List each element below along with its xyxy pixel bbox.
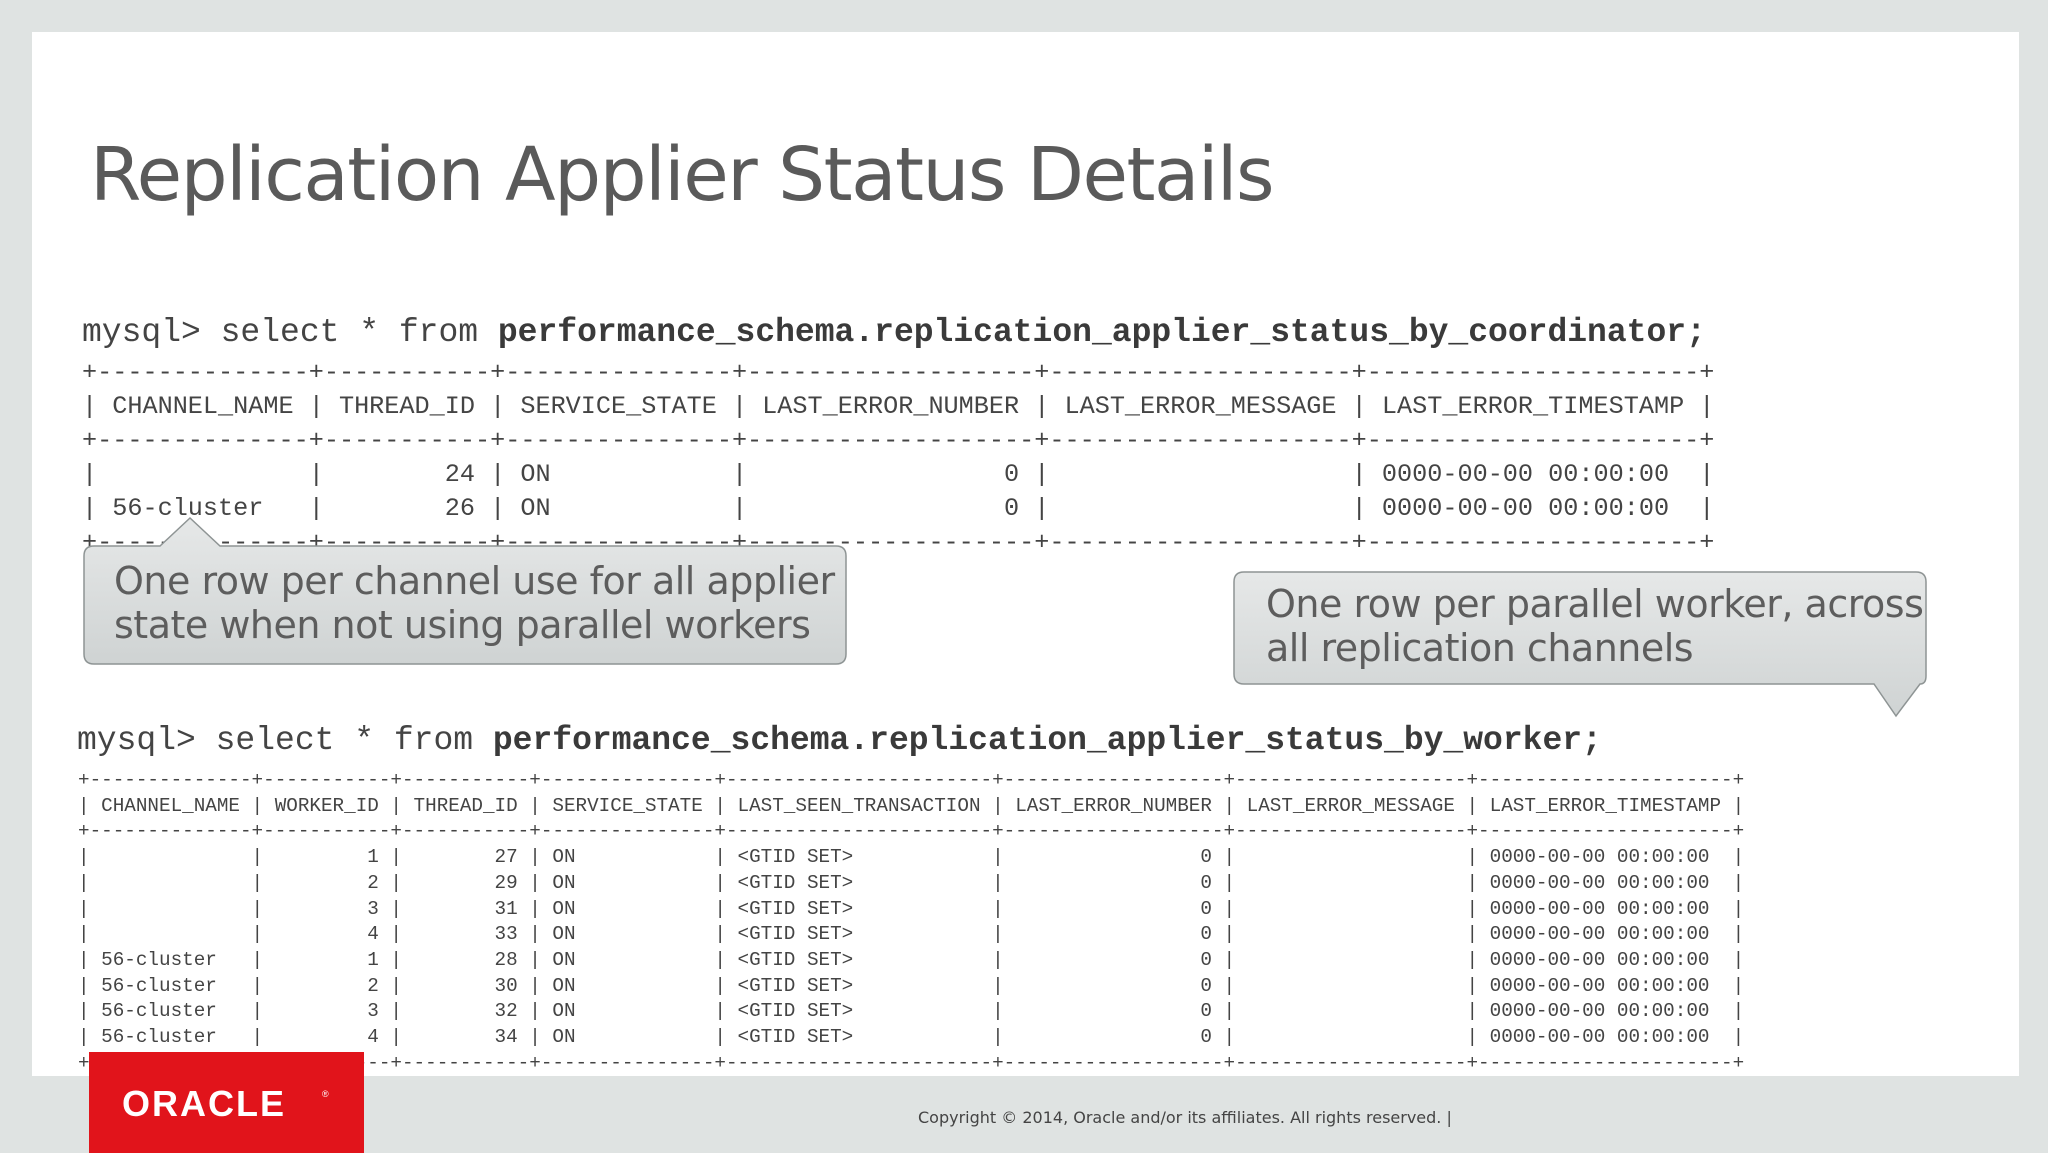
callout-bubble-shape xyxy=(83,516,847,665)
callout-coordinator-text: One row per channel use for all applier … xyxy=(114,559,835,647)
coordinator-result-table: +--------------+-----------+------------… xyxy=(82,358,1715,557)
callout-worker: One row per parallel worker, across all … xyxy=(1232,570,1928,730)
coordinator-query: mysql> select * from performance_schema.… xyxy=(82,314,1706,351)
callout-worker-text: One row per parallel worker, across all … xyxy=(1266,582,1924,670)
callout-line: One row per parallel worker, across xyxy=(1266,582,1924,626)
oracle-logo: ORACLE ® xyxy=(89,1052,364,1153)
callout-line: state when not using parallel workers xyxy=(114,603,811,647)
coordinator-table-name: performance_schema.replication_applier_s… xyxy=(497,314,1706,351)
query-prompt: mysql> select * from xyxy=(82,314,498,351)
slide: Replication Applier Status Details mysql… xyxy=(32,32,2019,1076)
copyright-footer: Copyright © 2014, Oracle and/or its affi… xyxy=(918,1108,1452,1127)
callout-bubble-shape xyxy=(1233,571,1927,718)
logo-text: ORACLE xyxy=(122,1083,286,1123)
oracle-logo-wordmark: ORACLE ® xyxy=(122,1083,329,1123)
worker-result-table: +--------------+-----------+-----------+… xyxy=(78,769,1745,1074)
callout-line: One row per channel use for all applier xyxy=(114,559,835,603)
slide-title: Replication Applier Status Details xyxy=(90,132,1275,218)
query-prompt: mysql> select * from xyxy=(77,722,493,759)
worker-table-name: performance_schema.replication_applier_s… xyxy=(492,722,1602,759)
callout-coordinator: One row per channel use for all applier … xyxy=(82,516,848,668)
callout-line: all replication channels xyxy=(1266,626,1694,670)
worker-query: mysql> select * from performance_schema.… xyxy=(77,722,1602,759)
registered-mark: ® xyxy=(322,1089,329,1099)
